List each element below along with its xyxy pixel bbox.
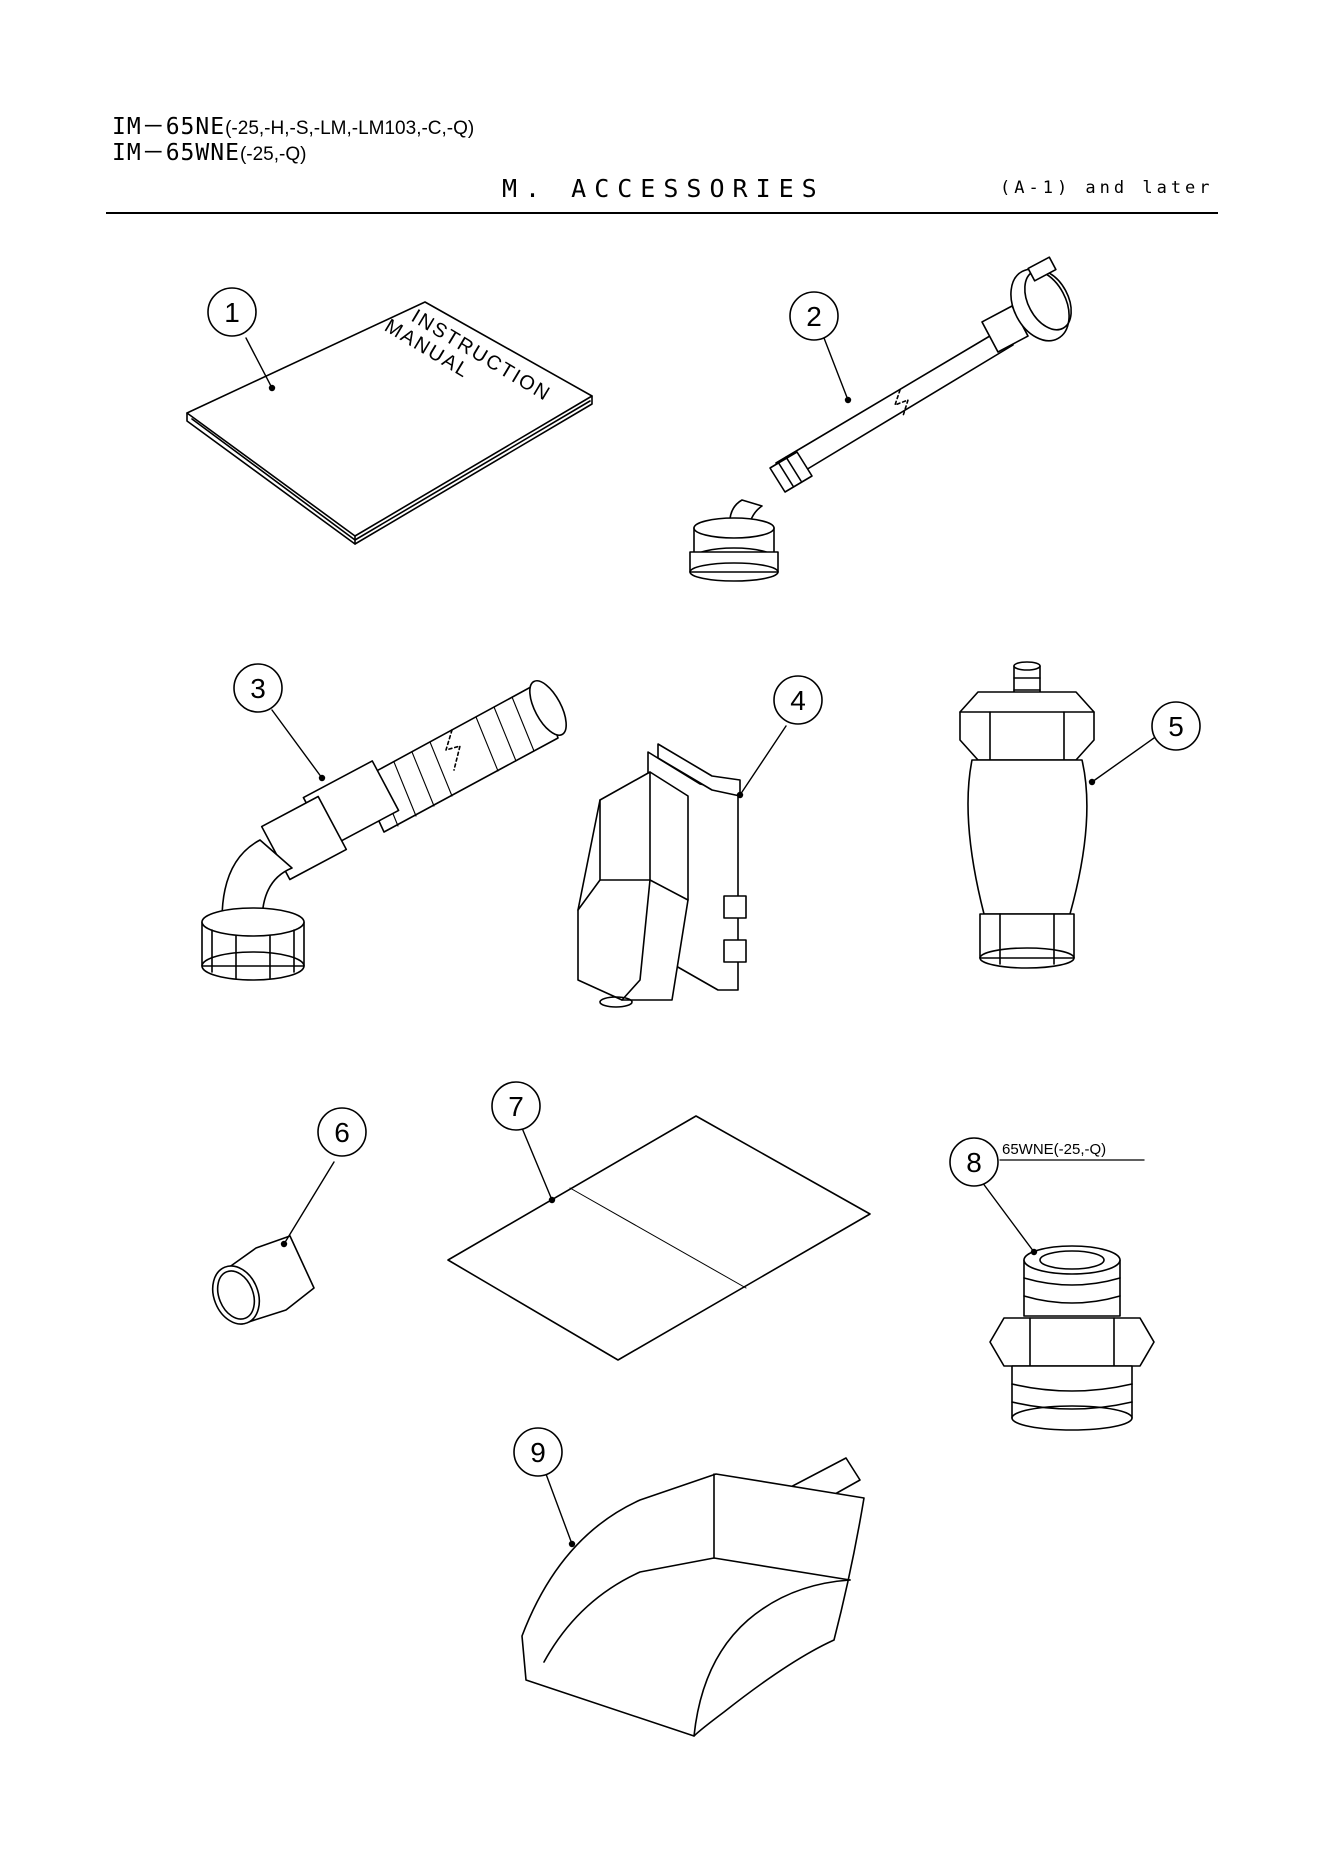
part-4-cover <box>578 744 746 1007</box>
part-1-instruction-manual: INSTRUCTION MANUAL <box>187 296 592 544</box>
part-7-sheet <box>448 1116 870 1360</box>
callout-1: 1 <box>208 288 256 336</box>
callout-8-number: 8 <box>966 1147 982 1178</box>
callout-4-number: 4 <box>790 685 806 716</box>
callout-6: 6 <box>318 1108 366 1156</box>
callout-3-number: 3 <box>250 673 266 704</box>
part-9-scoop <box>522 1458 864 1736</box>
callout-9-number: 9 <box>530 1437 546 1468</box>
callout-7-number: 7 <box>508 1091 524 1122</box>
callout-1-number: 1 <box>224 297 240 328</box>
callout-6-number: 6 <box>334 1117 350 1148</box>
part-6-sleeve <box>204 1236 314 1331</box>
callout-7: 7 <box>492 1082 540 1130</box>
callout-2: 2 <box>790 292 838 340</box>
callout-2-number: 2 <box>806 301 822 332</box>
part-8-nipple: 65WNE(-25,-Q) <box>990 1141 1154 1430</box>
part-3-drain-hose <box>202 675 574 980</box>
part-2-hose <box>690 257 1081 581</box>
part-5-fitting <box>960 662 1094 968</box>
callout-4: 4 <box>774 676 822 724</box>
callout-8: 8 <box>950 1138 998 1186</box>
callout-5-number: 5 <box>1168 711 1184 742</box>
callout-3: 3 <box>234 664 282 712</box>
part-8-note: 65WNE(-25,-Q) <box>1002 1141 1106 1158</box>
callout-5: 5 <box>1152 702 1200 750</box>
callout-9: 9 <box>514 1428 562 1476</box>
